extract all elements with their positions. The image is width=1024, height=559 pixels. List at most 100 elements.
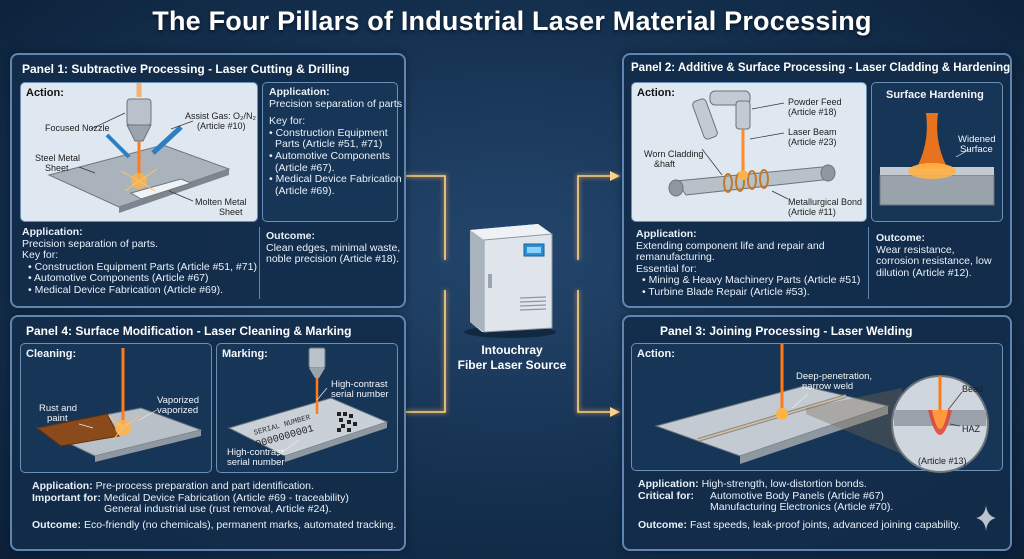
action-label: Action:	[637, 87, 675, 99]
high-contrast-top-label-1: High-contrast	[331, 379, 388, 390]
outcome-line: dilution (Article #12).	[876, 266, 972, 279]
application-essential: Essential for:	[636, 262, 697, 275]
laser-cleaning-illustration	[35, 348, 203, 462]
focused-nozzle-label: Focused Nozzle	[45, 123, 110, 133]
critical-item: Automotive Body Panels (Article #67)	[710, 489, 884, 502]
panel-4: Panel 4: Surface Modification - Laser Cl…	[10, 315, 406, 551]
laser-marking-illustration	[227, 347, 389, 462]
outcome-heading: Outcome:	[32, 518, 82, 531]
molten-metal-label-2: Sheet	[219, 207, 243, 217]
critical-item: Manufacturing Electronics (Article #70).	[710, 501, 894, 514]
critical-heading: Critical for:	[638, 489, 695, 502]
panel-1-divider	[259, 227, 260, 299]
deep-penetration-label-1: Deep-penetration,	[796, 371, 873, 382]
laser-beam-label-2: (Article #23)	[788, 137, 837, 147]
arrow-panel2	[610, 171, 620, 181]
action-label: Action:	[26, 87, 64, 99]
panel-3-title: Panel 3: Joining Processing - Laser Weld…	[660, 324, 913, 338]
outcome-line: noble precision (Article #18).	[266, 253, 400, 266]
important-item: Medical Device Fabrication (Article #69 …	[103, 491, 349, 504]
metallurgical-bond-label-2: (Article #11)	[788, 207, 836, 217]
app-box-item: • Construction Equipment	[269, 126, 388, 139]
outcome-line: Wear resistance,	[876, 243, 955, 256]
application-line: Precision separation of parts.	[22, 237, 158, 250]
app-box-item: Parts (Article #51, #71)	[275, 138, 383, 151]
application-line: remanufacturing.	[636, 251, 715, 264]
connector-panel2	[577, 175, 612, 260]
application-item: • Construction Equipment Parts (Article …	[28, 260, 257, 273]
panel-1-outcome: Outcome: Clean edges, minimal waste, nob…	[266, 230, 401, 266]
app-box-item: • Medical Device Fabrication	[269, 173, 402, 186]
application-heading: Application:	[32, 480, 93, 492]
panel-2-hardening-box: Surface Hardening Widened Surface	[871, 82, 1003, 222]
sparkle-icon	[976, 505, 996, 531]
laser-beam-label-1: Laser Beam	[788, 127, 837, 137]
outcome-text: Fast speeds, leak-proof joints, advanced…	[689, 518, 961, 531]
panel-1-application-box: Application: Precision separation of par…	[262, 82, 402, 222]
application-keyfor: Key for:	[22, 249, 59, 262]
arrow-panel3	[610, 407, 620, 417]
app-box-item: • Automotive Components	[269, 149, 390, 162]
panel-3-action-box: Action: Deep-penetration, narrow weld Be…	[631, 343, 1003, 473]
powder-feed-label-2: (Article #18)	[788, 107, 837, 117]
powder-feed-label-1: Powder Feed	[788, 97, 842, 107]
app-box-line: Precision separation of parts	[269, 97, 403, 110]
panel-4-cleaning-box: Cleaning: Rust and paint Vaporized vapor…	[20, 343, 212, 473]
outcome-text: Eco-friendly (no chemicals), permanent m…	[83, 518, 397, 531]
application-item: • Turbine Blade Repair (Article #53).	[642, 285, 810, 298]
application-text: Pre-process preparation and part identif…	[95, 480, 314, 492]
cleaning-label: Cleaning:	[26, 348, 77, 360]
application-text: High-strength, low-distortion bonds.	[701, 478, 867, 490]
outcome-heading: Outcome:	[266, 230, 316, 242]
panel-1-application-detail: Application: Precision separation of par…	[269, 86, 403, 197]
widened-surface-label-2: Surface	[960, 144, 993, 155]
application-heading: Application:	[22, 226, 83, 238]
panel-4-marking-box: Marking: SERIAL NUMBER 0000000001 High-c…	[216, 343, 398, 473]
high-contrast-top-label-2: serial number	[331, 389, 389, 400]
qr-code-icon	[337, 412, 357, 432]
panel-4-details: Application: Pre-process preparation and…	[32, 480, 402, 531]
panel-3: Panel 3: Joining Processing - Laser Weld…	[622, 315, 1012, 551]
connector-panel3	[577, 290, 612, 413]
article-13-label: (Article #13)	[918, 456, 967, 466]
outcome-line: corrosion resistance, low	[876, 255, 992, 268]
connector-panel1	[405, 175, 446, 260]
laser-welding-illustration	[654, 344, 989, 473]
surface-hardening-title: Surface Hardening	[886, 89, 984, 101]
app-box-item: (Article #67).	[275, 161, 335, 174]
vaporized-label-2: vaporized	[157, 405, 199, 416]
high-contrast-bottom-label-2: serial number	[227, 457, 285, 468]
steel-sheet-label-2: Sheet	[45, 163, 69, 173]
surface-hardening-illustration	[879, 113, 995, 206]
application-heading: Application:	[636, 228, 697, 240]
outcome-line: Clean edges, minimal waste,	[266, 241, 401, 254]
laser-source-label: Intouchray Fiber Laser Source	[442, 343, 582, 373]
marking-label: Marking:	[222, 348, 268, 360]
haz-label: HAZ	[962, 424, 980, 434]
worn-shaft-label-2: &haft	[654, 159, 676, 169]
panel-1: Panel 1: Subtractive Processing - Laser …	[10, 53, 406, 308]
app-box-heading: Application:	[269, 86, 330, 98]
rust-paint-label-1: Rust and	[39, 403, 78, 414]
panel-2-title: Panel 2: Additive & Surface Processing -…	[631, 62, 1011, 74]
app-box-keyfor: Key for:	[269, 115, 306, 128]
connector-panel4	[405, 290, 446, 413]
application-item: • Mining & Heavy Machinery Parts (Articl…	[642, 274, 861, 287]
panel-2-action-box: Action: Powder Feed (Art	[631, 82, 867, 222]
deep-penetration-label-2: narrow weld	[802, 381, 854, 392]
page-title: The Four Pillars of Industrial Laser Mat…	[152, 6, 872, 36]
panel-1-application: Application: Precision separation of par…	[22, 226, 257, 297]
app-box-item: (Article #69).	[275, 184, 335, 197]
source-brand: Intouchray	[481, 343, 543, 357]
panel-3-details: Application: High-strength, low-distorti…	[638, 478, 1004, 531]
application-heading: Application:	[638, 478, 699, 490]
steel-sheet-label-1: Steel Metal	[35, 153, 81, 163]
assist-gas-label-2: (Article #10)	[197, 121, 246, 131]
fiber-laser-source-cabinet	[464, 224, 556, 338]
panel-1-action-box: Action: Focused Nozzle Assist	[20, 82, 258, 222]
panel-2: Panel 2: Additive & Surface Processing -…	[622, 53, 1012, 308]
assist-gas-label-1: Assist Gas: O₂/N₂	[185, 111, 256, 121]
action-label: Action:	[637, 348, 675, 360]
bead-label: Bead	[962, 384, 984, 394]
